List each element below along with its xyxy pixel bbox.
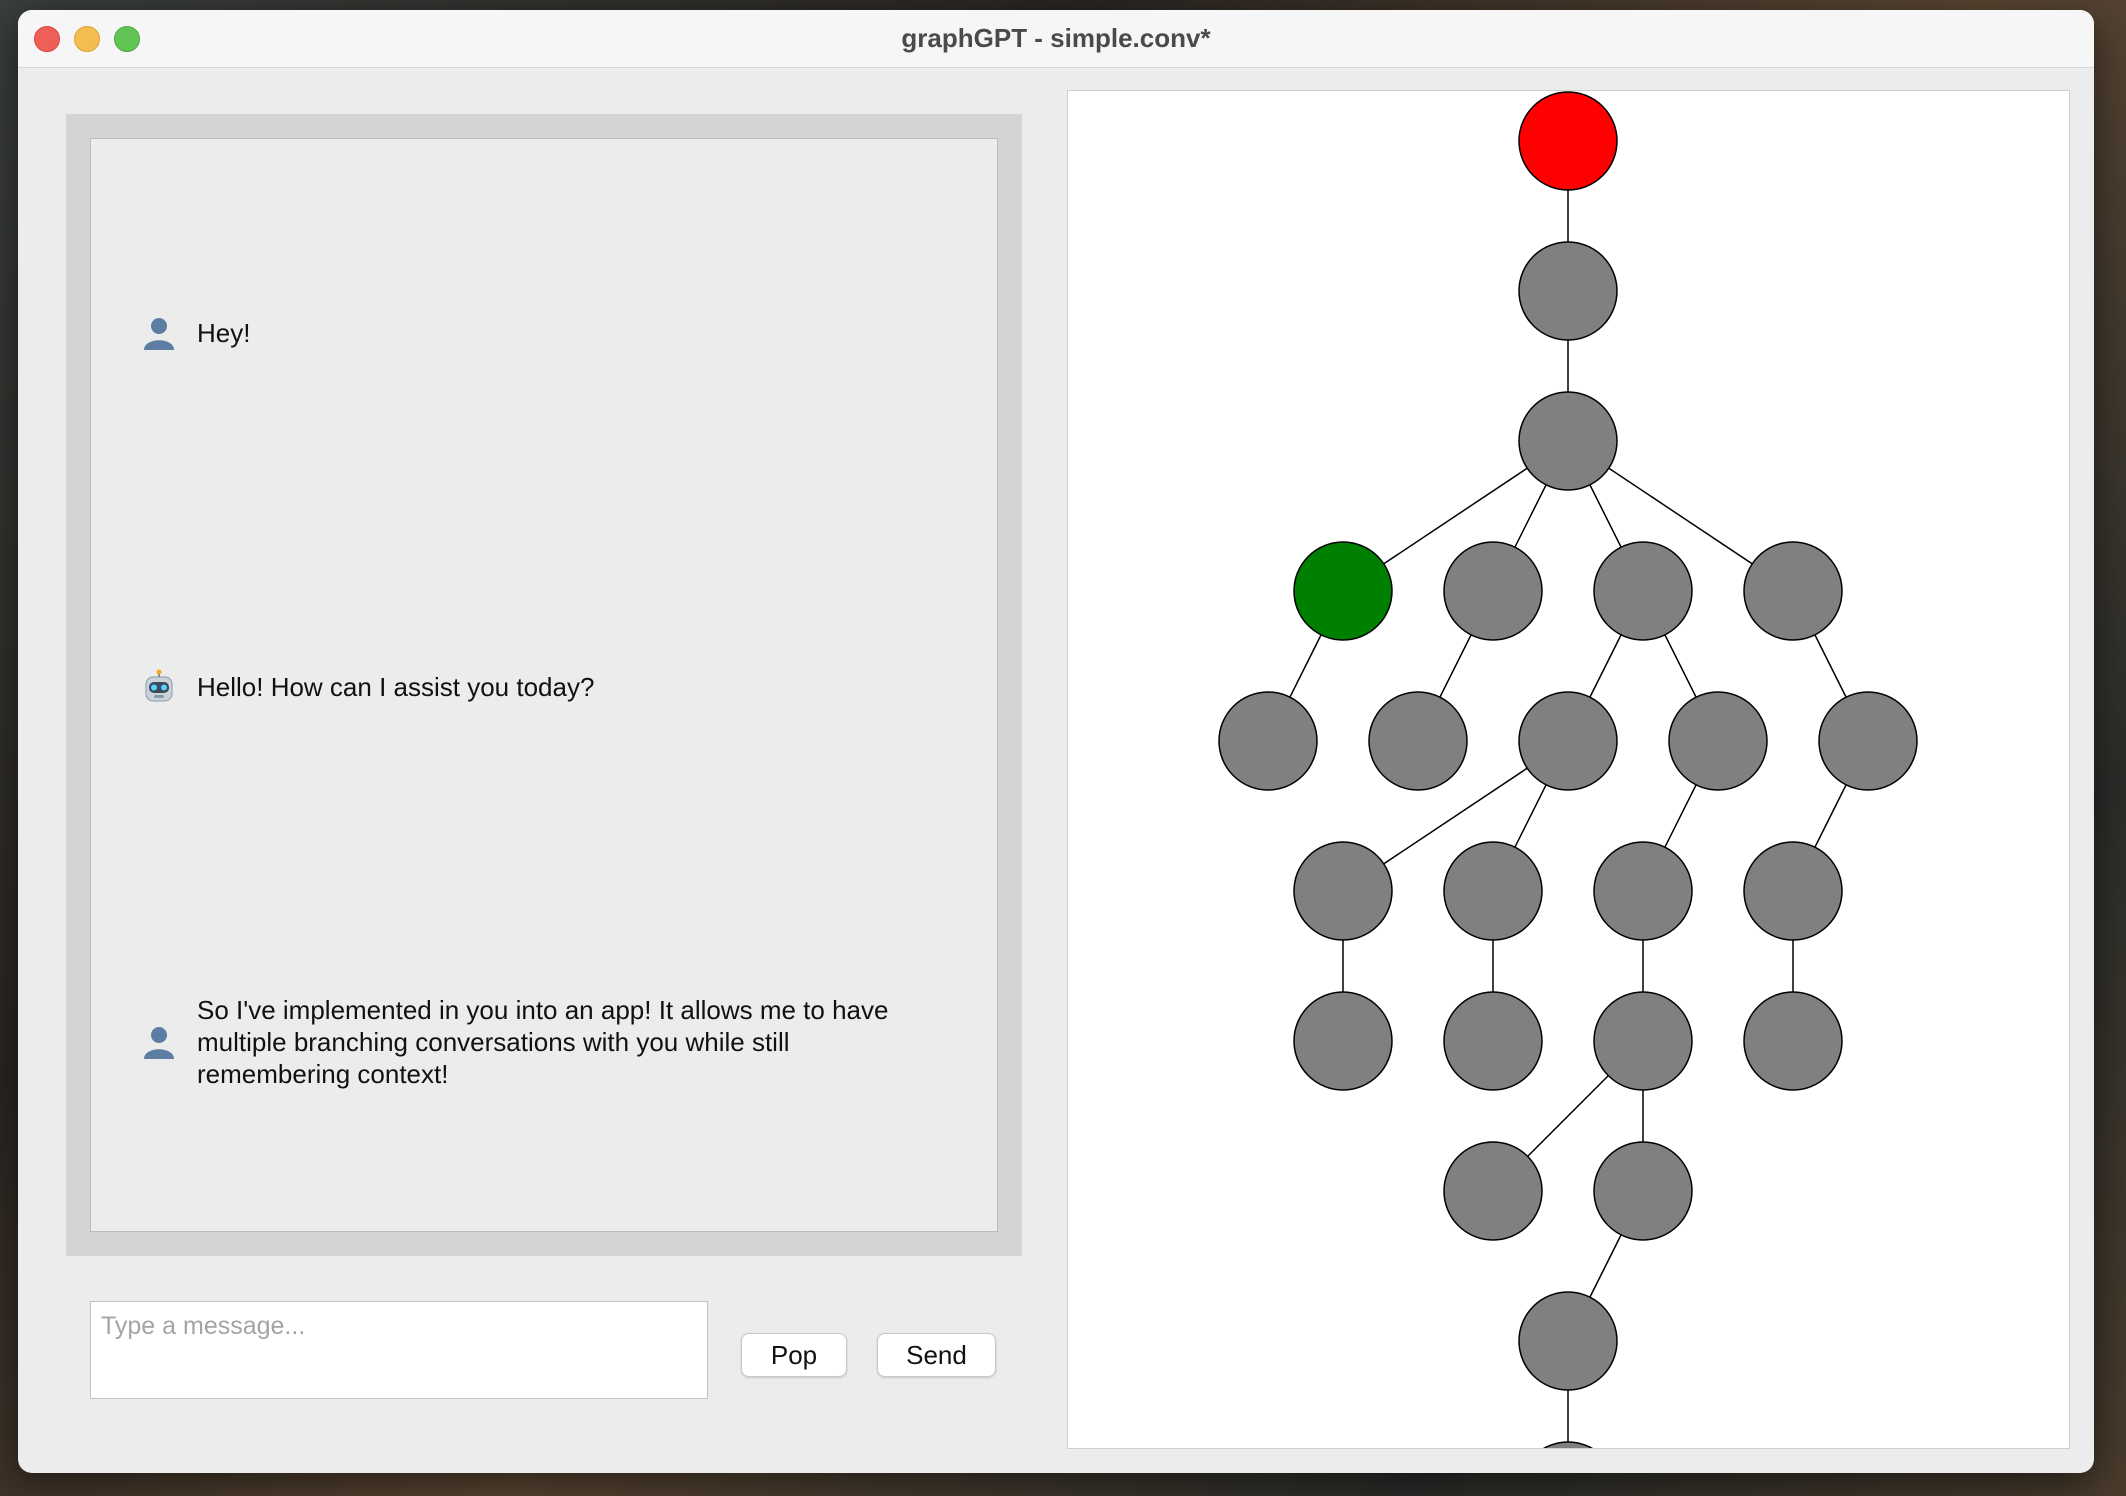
graph-node-root[interactable]: [1518, 91, 1618, 191]
message-input-box: [90, 1301, 708, 1399]
maximize-window-button[interactable]: [114, 26, 140, 52]
chat-message-text: Hey!: [197, 318, 251, 348]
graph-node[interactable]: [1443, 991, 1543, 1091]
graph-node[interactable]: [1743, 991, 1843, 1091]
graph-node[interactable]: [1593, 991, 1693, 1091]
graph-node[interactable]: [1593, 841, 1693, 941]
graph-node[interactable]: [1218, 691, 1318, 791]
graph-node[interactable]: [1443, 1141, 1543, 1241]
chat-panel: Hey! Hello! How can I assist you today?: [66, 114, 1022, 1256]
chat-message-text: Hello! How can I assist you today?: [197, 672, 595, 702]
graph-node[interactable]: [1443, 541, 1543, 641]
graph-node[interactable]: [1519, 1441, 1617, 1448]
graph-node[interactable]: [1518, 1291, 1618, 1391]
chat-message-assistant: Hello! How can I assist you today?: [141, 669, 957, 705]
graph-node[interactable]: [1518, 691, 1618, 791]
user-icon: [141, 1024, 177, 1060]
window-title: graphGPT - simple.conv*: [901, 23, 1211, 53]
minimize-window-button[interactable]: [74, 26, 100, 52]
graph-node[interactable]: [1368, 691, 1468, 791]
chat-message-user: Hey!: [141, 315, 957, 351]
graph-node[interactable]: [1593, 541, 1693, 641]
graph-node[interactable]: [1518, 391, 1618, 491]
graph-node[interactable]: [1818, 691, 1918, 791]
graph-node[interactable]: [1593, 1141, 1693, 1241]
graph-node[interactable]: [1293, 841, 1393, 941]
graph-node[interactable]: [1668, 691, 1768, 791]
graph-node-current[interactable]: [1293, 541, 1393, 641]
graph-node[interactable]: [1743, 541, 1843, 641]
close-window-button[interactable]: [34, 26, 60, 52]
conversation-graph[interactable]: [1067, 90, 2070, 1449]
chat-message-user: So I've implemented in you into an app! …: [141, 994, 957, 1090]
user-icon: [141, 315, 177, 351]
app-window: graphGPT - simple.conv* Hey!: [18, 10, 2094, 1473]
graph-node[interactable]: [1293, 991, 1393, 1091]
graph-node[interactable]: [1743, 841, 1843, 941]
chat-history[interactable]: Hey! Hello! How can I assist you today?: [90, 138, 998, 1232]
robot-icon: [141, 669, 177, 705]
message-input[interactable]: [91, 1302, 707, 1398]
pop-button[interactable]: Pop: [741, 1333, 847, 1377]
send-button[interactable]: Send: [877, 1333, 996, 1377]
chat-message-text: So I've implemented in you into an app! …: [197, 995, 889, 1089]
title-bar: graphGPT - simple.conv*: [18, 10, 2094, 68]
graph-node[interactable]: [1518, 241, 1618, 341]
graph-node[interactable]: [1443, 841, 1543, 941]
